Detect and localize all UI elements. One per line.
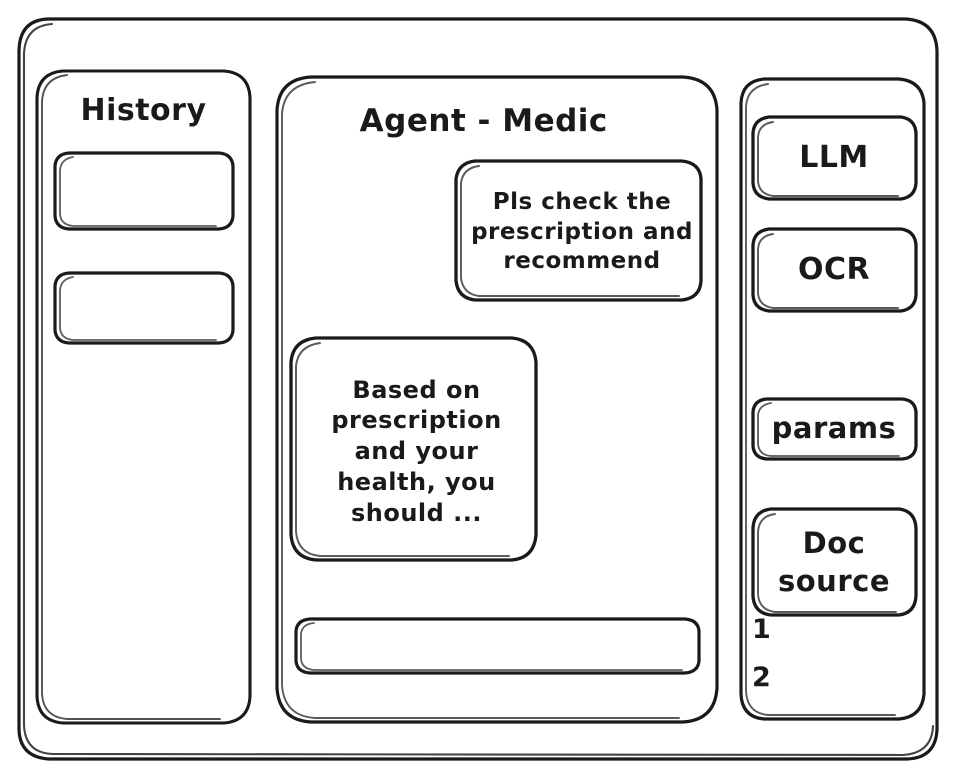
doc-source-ref-2[interactable]: 2 xyxy=(752,662,771,693)
message-bubble-agent: Based on prescription and your health, y… xyxy=(289,336,543,566)
tool-button-label: Doc source xyxy=(778,525,890,598)
message-text-agent: Based on prescription and your health, y… xyxy=(331,375,502,527)
message-bubble-user: Pls check the prescription and recommend xyxy=(454,159,709,305)
tool-button-label: params xyxy=(771,411,897,446)
agent-panel-title: Agent - Medic xyxy=(359,103,608,139)
history-list-item[interactable] xyxy=(53,151,235,231)
tool-button-llm[interactable]: LLM xyxy=(751,115,918,201)
tool-button-doc-source[interactable]: Doc source xyxy=(751,507,918,617)
history-list-item[interactable] xyxy=(53,271,235,345)
tool-button-label: LLM xyxy=(799,139,869,175)
tool-button-params[interactable]: params xyxy=(751,397,918,461)
message-input[interactable] xyxy=(294,617,701,675)
message-text-user: Pls check the prescription and recommend xyxy=(471,189,693,275)
doc-source-ref-1[interactable]: 1 xyxy=(752,614,771,645)
tool-button-ocr[interactable]: OCR xyxy=(751,227,918,313)
tool-button-label: OCR xyxy=(797,251,871,287)
history-panel-title: History xyxy=(80,93,207,128)
